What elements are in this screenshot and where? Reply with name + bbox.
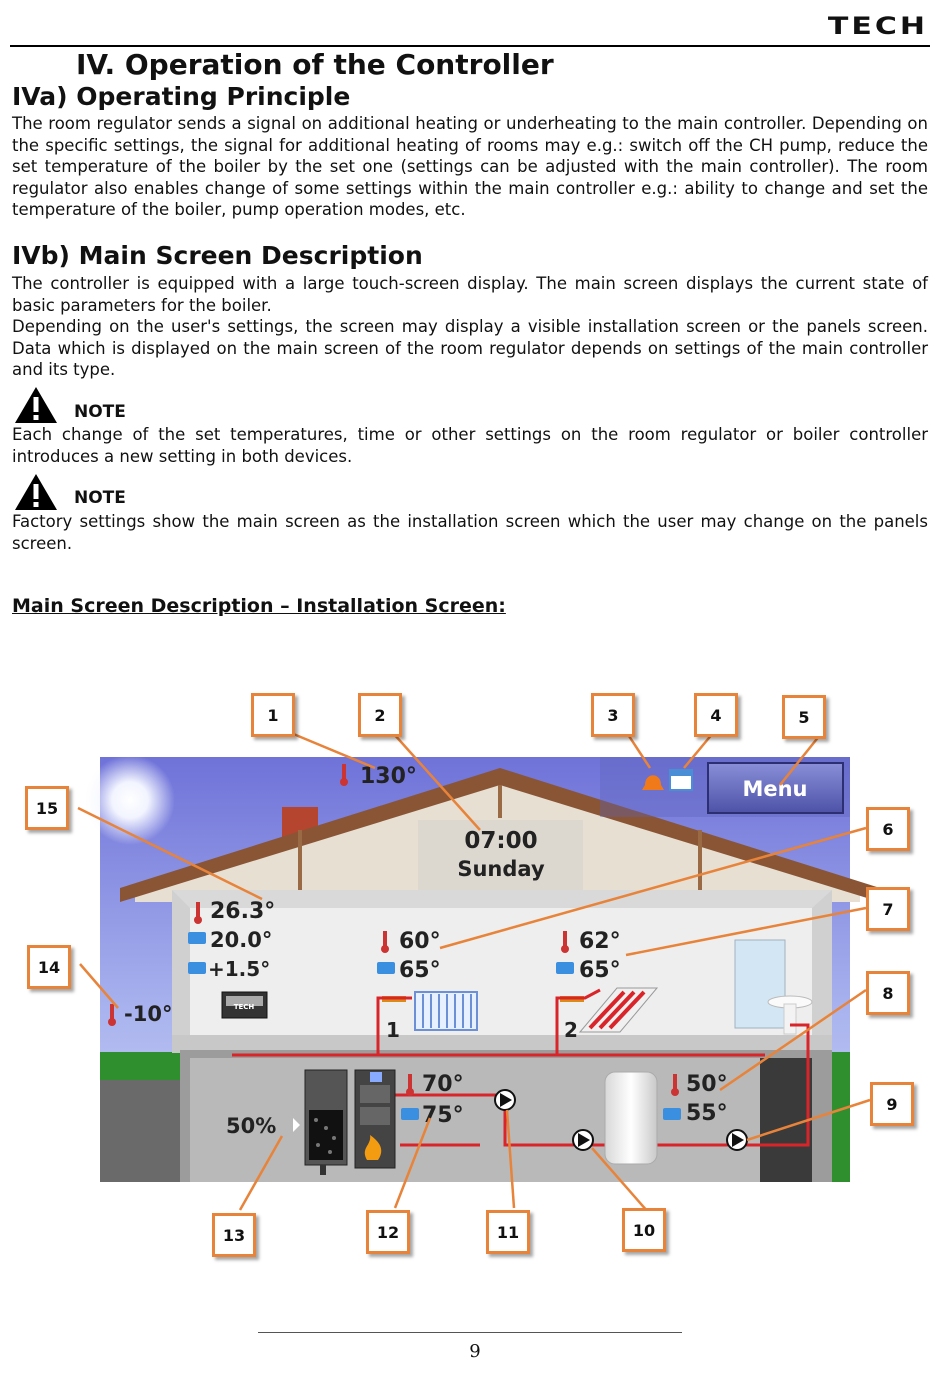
callout-7: 7 — [866, 887, 910, 931]
section-a-paragraph: The room regulator sends a signal on add… — [12, 114, 928, 219]
installation-screen-figure: 130° 07:00 Sunday Menu 26.3° 20.0° +1.5°… — [0, 640, 950, 1280]
circuit1-temp-readout: 60° — [399, 929, 441, 954]
flame-icon — [364, 1135, 382, 1160]
room-controller-logo: TECH — [234, 1003, 255, 1011]
set-temp-icon — [401, 1108, 419, 1120]
room-set-temp-readout[interactable]: 20.0° — [210, 928, 272, 952]
pump-icon — [494, 1089, 516, 1111]
figure-heading: Main Screen Description – Installation S… — [12, 595, 506, 617]
section-b-title: IVb) Main Screen Description — [12, 241, 423, 270]
set-temp-icon — [188, 932, 206, 944]
boiler-water-temp: 70° — [422, 1072, 464, 1097]
dhw-temp-readout: 50° — [686, 1072, 728, 1097]
header-rule — [10, 45, 930, 47]
installation-screen: 130° 07:00 Sunday Menu 26.3° 20.0° +1.5°… — [77, 731, 880, 1229]
callout-12: 12 — [366, 1210, 410, 1254]
thermometer-icon — [561, 931, 569, 953]
alarm-bell-icon[interactable] — [642, 775, 664, 790]
sun-icon — [85, 755, 175, 845]
callout-11: 11 — [486, 1210, 530, 1254]
circuit2-set-temp[interactable]: 65° — [579, 958, 621, 983]
room-offset-readout[interactable]: +1.5° — [208, 957, 270, 981]
section-title: IV. Operation of the Controller — [76, 48, 554, 81]
ground-floor — [172, 890, 832, 1050]
circuit1-set-temp[interactable]: 65° — [399, 958, 441, 983]
callout-8: 8 — [866, 971, 910, 1015]
thermometer-icon — [671, 1074, 679, 1096]
menu-button-label[interactable]: Menu — [742, 777, 807, 801]
page-number: 9 — [469, 1341, 481, 1362]
circuit2-number: 2 — [564, 1018, 578, 1042]
thermometer-icon — [108, 1004, 116, 1026]
thermometer-icon — [340, 764, 348, 786]
set-temp-icon — [188, 962, 206, 974]
callout-14: 14 — [27, 945, 71, 989]
circuit1-number: 1 — [386, 1018, 400, 1042]
section-b-paragraph-2: Depending on the user's settings, the sc… — [12, 317, 928, 379]
callout-15: 15 — [25, 786, 69, 830]
boiler-temp-readout: 130° — [360, 764, 417, 789]
sink-icon — [783, 1003, 797, 1035]
warning-icon — [15, 387, 57, 423]
set-temp-icon — [377, 962, 395, 974]
callout-4: 4 — [694, 693, 738, 737]
pump-icon — [572, 1129, 594, 1151]
callout-13: 13 — [212, 1213, 256, 1257]
set-temp-icon — [663, 1108, 681, 1120]
note-text: Each change of the set temperatures, tim… — [12, 425, 928, 466]
callout-3: 3 — [591, 693, 635, 737]
section-a-title: IVa) Operating Principle — [12, 82, 351, 111]
warning-icon — [15, 474, 57, 510]
fuel-level-readout: 50% — [226, 1114, 276, 1138]
callout-leaders — [77, 731, 871, 1229]
thermometer-icon — [194, 902, 202, 924]
circuit2-temp-readout: 62° — [579, 929, 621, 954]
callout-5: 5 — [782, 695, 826, 739]
dhw-tank-icon — [604, 1071, 658, 1165]
set-temp-icon — [556, 962, 574, 974]
callout-10: 10 — [622, 1208, 666, 1252]
outdoor-temp-readout: -10° — [124, 1002, 172, 1026]
note-label: NOTE — [74, 488, 126, 508]
clock-day: Sunday — [457, 857, 545, 881]
dhw-set-temp[interactable]: 55° — [686, 1101, 728, 1126]
tech-logo: TECH — [827, 12, 928, 41]
callout-2: 2 — [358, 693, 402, 737]
thermometer-icon — [406, 1074, 414, 1096]
clock-time[interactable]: 07:00 — [464, 828, 537, 854]
callout-1: 1 — [251, 693, 295, 737]
note-text: Factory settings show the main screen as… — [12, 512, 928, 553]
shower-icon — [734, 939, 786, 1029]
thermometer-icon — [381, 931, 389, 953]
callout-6: 6 — [866, 807, 910, 851]
footer-rule — [258, 1332, 682, 1333]
clock-panel — [418, 820, 583, 892]
note-label: NOTE — [74, 402, 126, 422]
callout-9: 9 — [870, 1082, 914, 1126]
pump-icon — [726, 1129, 748, 1151]
section-b-paragraph-1: The controller is equipped with a large … — [12, 274, 928, 315]
room-temp-readout: 26.3° — [210, 899, 275, 924]
heating-pipes — [232, 988, 810, 1147]
menu-button[interactable] — [707, 762, 844, 814]
